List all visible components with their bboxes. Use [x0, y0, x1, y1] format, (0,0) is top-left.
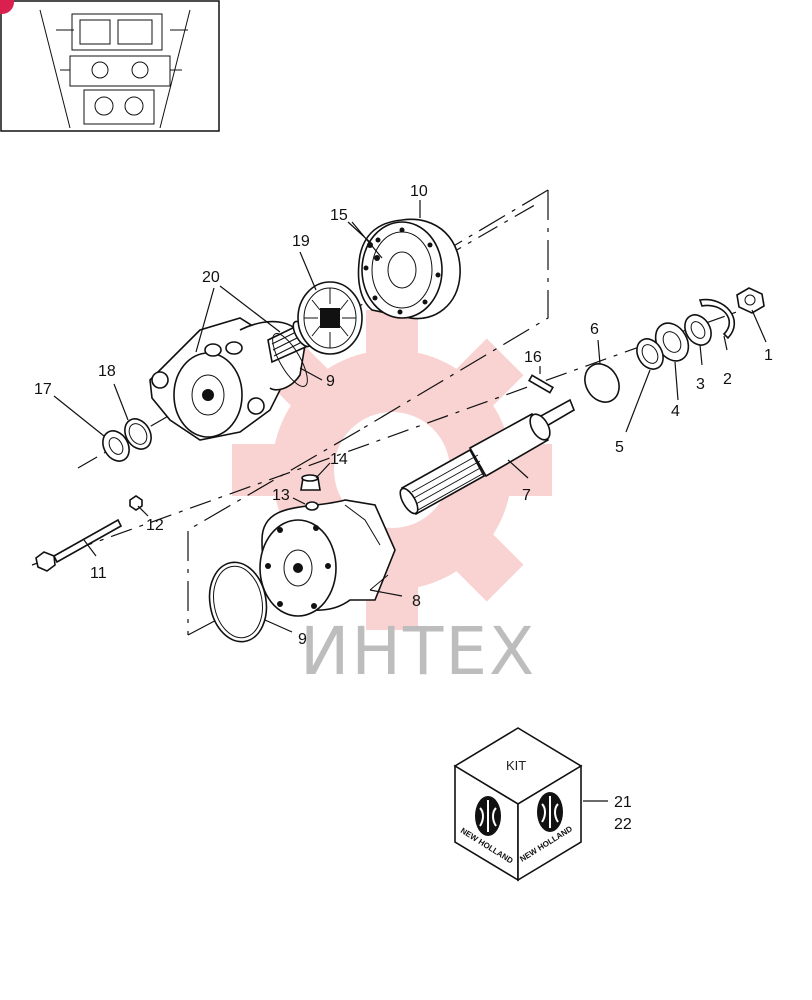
label-2[interactable]: 2 — [723, 371, 732, 388]
label-11[interactable]: 11 — [90, 565, 107, 582]
part-4-bearing[interactable] — [649, 317, 695, 367]
part-8-housing[interactable] — [259, 499, 396, 617]
label-7[interactable]: 7 — [522, 487, 531, 504]
part-10-gear-housing[interactable] — [357, 218, 461, 320]
label-12[interactable]: 12 — [146, 517, 164, 534]
part-6-o-ring[interactable] — [578, 358, 626, 409]
label-19[interactable]: 19 — [292, 233, 310, 250]
label-9-lower[interactable]: 9 — [298, 631, 307, 648]
part-16-key[interactable] — [528, 374, 554, 394]
watermark-text: ИНТЕХ — [300, 613, 536, 690]
label-3[interactable]: 3 — [696, 376, 705, 393]
part-9-o-ring-lower[interactable] — [203, 558, 272, 647]
part-17-ring[interactable] — [98, 426, 135, 466]
part-13-seal-ring[interactable] — [305, 501, 319, 511]
locator-thumbnail[interactable] — [0, 0, 220, 132]
label-1[interactable]: 1 — [764, 347, 773, 364]
label-14[interactable]: 14 — [330, 451, 348, 468]
part-18-ring[interactable] — [120, 414, 157, 454]
part-9-o-ring-upper[interactable] — [266, 329, 313, 391]
part-19-wear-plate[interactable] — [297, 281, 363, 355]
label-9-upper[interactable]: 9 — [326, 373, 335, 390]
kit-title: KIT — [506, 758, 526, 773]
label-4[interactable]: 4 — [671, 403, 680, 420]
label-10[interactable]: 10 — [410, 183, 428, 200]
part-5-seal[interactable] — [632, 334, 669, 374]
kit-item-22[interactable]: 22 — [614, 816, 632, 833]
label-15[interactable]: 15 — [330, 207, 348, 224]
label-13[interactable]: 13 — [272, 487, 290, 504]
label-17[interactable]: 17 — [34, 381, 52, 398]
part-2-snap-ring[interactable] — [698, 298, 735, 340]
locator-badge — [0, 0, 14, 14]
part-14-plug[interactable] — [300, 474, 321, 491]
label-6[interactable]: 6 — [590, 321, 599, 338]
part-3-washer[interactable] — [680, 310, 717, 350]
leader-lines — [53, 200, 767, 633]
label-16[interactable]: 16 — [524, 349, 542, 366]
part-7-shaft[interactable] — [397, 398, 575, 516]
part-11-bolt[interactable] — [35, 518, 123, 572]
label-8[interactable]: 8 — [412, 593, 421, 610]
kit-cube[interactable]: KIT NEW HOLLAND NEW HOLLAND 21 22 — [453, 727, 632, 882]
label-5[interactable]: 5 — [615, 439, 624, 456]
part-20-pump-body[interactable] — [149, 317, 314, 441]
kit-item-21[interactable]: 21 — [614, 794, 632, 811]
label-20[interactable]: 20 — [202, 269, 220, 286]
part-1-nut[interactable] — [736, 287, 765, 314]
label-18[interactable]: 18 — [98, 363, 116, 380]
part-labels: 1 2 3 4 5 6 7 8 9 9 10 11 12 13 14 15 16… — [34, 183, 773, 648]
